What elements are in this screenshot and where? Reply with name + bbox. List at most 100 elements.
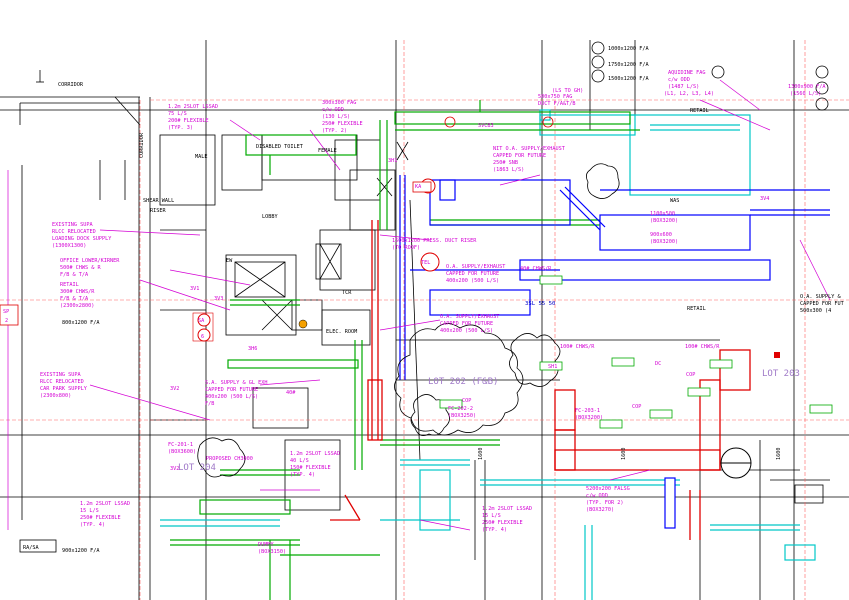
fc-202-box: (BOX3250) xyxy=(448,413,476,419)
capped-future-label: CAPPED FOR FUTURE xyxy=(493,153,546,159)
sa-supply-3: 400x200 (500 L/S) xyxy=(205,394,258,400)
disabled-toilet-label: DISABLED TOILET xyxy=(256,144,303,150)
elec-room-label: ELEC. ROOM xyxy=(326,329,357,335)
fag-900-box: (BOX3200) xyxy=(650,239,678,245)
revision-clouds xyxy=(197,163,620,478)
existing-supa-2: RLCC RELOCATED xyxy=(52,229,96,235)
riser-label: RISER xyxy=(150,208,166,214)
slot-top-left-4: (TYP. 3) xyxy=(168,125,193,131)
sa-supply-label: S.A. SUPPLY & GL EXH xyxy=(205,380,267,386)
retail-4: (2300x2800) xyxy=(60,303,94,309)
tag-3v2: 3V2 xyxy=(170,386,179,392)
slot-top-left-3: 200# FLEXIBLE xyxy=(168,118,209,124)
oa-supply-label: O.A. SUPPLY/EXHAUST xyxy=(446,264,505,270)
ls-250-2-label: (1863 L/S) xyxy=(493,167,524,173)
slot-top-left-2: 75 L/S xyxy=(168,111,187,117)
tag-3v4: 3V4 xyxy=(760,196,769,202)
lobby-label: LOBBY xyxy=(262,214,278,220)
fc-201-label: FC-201-1 xyxy=(168,442,193,448)
tag-3v1: 3V1 xyxy=(190,286,199,292)
oa-supply-r: O.A. SUPPLY & xyxy=(800,294,841,300)
slot-bl-2: 15 L/S xyxy=(80,508,99,514)
nit-oa-label: NIT O.A. SUPPLY/EXHAUST xyxy=(493,146,565,152)
slot-lssad-2: 40 L/S xyxy=(290,458,309,464)
fc-202-label: FC-202-2 xyxy=(448,406,473,412)
existing-supa-3: LOADING DOCK SUPPLY xyxy=(52,236,112,242)
pres-duct-label: 1500x1200 PRESS. DUCT RISER xyxy=(392,238,477,244)
was-label: WAS xyxy=(670,198,679,204)
sa-supply-2: CAPPED FOR FUTURE xyxy=(205,387,258,393)
cop-2: COP xyxy=(632,404,641,410)
return-ducts xyxy=(170,100,640,600)
existing-supa-label: EXISTING SUPA xyxy=(52,222,93,228)
retail-r-label: RETAIL xyxy=(687,306,706,312)
room-tags xyxy=(439,275,833,429)
magenta-lines xyxy=(7,79,831,531)
fag-duct: 500x750 FAG xyxy=(538,94,572,100)
existing-supa-b2: RLCC RELOCATED xyxy=(40,379,84,385)
sh1-label: SH1 xyxy=(548,364,557,370)
fag-5200-2: c/w ODD xyxy=(586,493,608,499)
aquidine-sub-1: c/w ODD xyxy=(668,77,690,83)
oa-ls: 400x200 (500 L/S) xyxy=(446,278,499,284)
pres-duct-2: (TO ROOF) xyxy=(392,245,420,251)
lot-202-label: LOT 202 (F&B) xyxy=(428,377,498,387)
fc-201-box: (BOX3600) xyxy=(168,449,196,455)
existing-supa-4: (1300X1300) xyxy=(52,243,86,249)
male-label: MALE xyxy=(195,154,208,160)
symbols xyxy=(0,41,829,553)
fa-top-3: 1500x1200 F/A xyxy=(608,76,649,82)
existing-supa-b3: CAR PARK SUPPLY xyxy=(40,386,88,392)
tag-3v2b: 3V2 xyxy=(170,466,179,472)
sp-label: SP xyxy=(3,309,9,315)
svcb3-label: SVCB3 xyxy=(478,123,494,129)
fc-203-label: FC-203-1 xyxy=(575,408,600,414)
aquidine-sub-3: (L1, L2, L3, L4) xyxy=(664,91,714,97)
lot-203-label: LOT 203 xyxy=(762,369,800,379)
aquidine-label: AQUIDINE FAG xyxy=(668,70,705,76)
female-label: FEMALE xyxy=(318,148,337,154)
slot-bl-4: (TYP. 4) xyxy=(80,522,105,528)
slot-bottom: 1.2m 2SLOT LSSAD xyxy=(482,506,532,512)
oa-supply-r3: 500x300 (4 xyxy=(800,308,831,314)
cop-3: COP xyxy=(686,372,695,378)
fag-5200-4: (BOX3270) xyxy=(586,507,614,513)
right-ls: (1560 L/S) xyxy=(790,91,821,97)
slot-bottom-3: 250# FLEXIBLE xyxy=(482,520,523,526)
retail-label: RETAIL xyxy=(60,282,79,288)
fc-203-box: (BOX3200) xyxy=(575,415,603,421)
corridor-vertical-label: CORRIDOR xyxy=(139,132,145,158)
slot-bottom-4: (TYP. 4) xyxy=(482,527,507,533)
chwsr-40: 40# CHWS/R xyxy=(520,266,552,272)
lot-204-label: LOT 204 xyxy=(178,463,216,473)
fag-300-2: c/w ODD xyxy=(322,107,344,113)
chw-100-label: 100# CHWS/R xyxy=(560,344,595,350)
dim-1600-c: 1600 xyxy=(776,448,782,461)
shear-wall-label: SHEAR WALL xyxy=(143,198,174,204)
sp-num: 2 xyxy=(5,318,8,324)
slot-bl: 1.2m 2SLOT LSSAD xyxy=(80,501,130,507)
fag-1100-box: (BOX3200) xyxy=(650,218,678,224)
ls-b-label: 3SL 55 50 xyxy=(525,301,555,307)
tag-sa-n: 6 xyxy=(201,334,204,340)
office-lower-label: OFFICE LOWER/KIRNER xyxy=(60,258,120,264)
ka-label: KA xyxy=(415,184,422,190)
slot-top-left: 1.2m 2SLOT LSSAD xyxy=(168,104,218,110)
fag-5200-3: (TYP. FOR 2) xyxy=(586,500,623,506)
supply-ducts xyxy=(399,175,830,380)
fa-800-label: 800x1200 F/A xyxy=(62,320,100,326)
fag-300: 300x300 FAG xyxy=(322,100,356,106)
oa-capped-2: CAPPED FOR FUTURE xyxy=(440,321,493,327)
oa-ls-2: 400x200 (500 L/S) xyxy=(440,328,493,334)
tag-dc: DC xyxy=(655,361,661,367)
dim-1600-b: 1600 xyxy=(621,448,627,461)
office-lower-2: 500# CHWS & R xyxy=(60,265,101,271)
aquidine-sub-2: (1487 L/S) xyxy=(668,84,699,90)
fa-top-1: 1000x1200 F/A xyxy=(608,46,649,52)
grid-lines xyxy=(0,40,849,600)
fa-900-label: 900x1200 F/A xyxy=(62,548,100,554)
red-ducts xyxy=(330,220,751,540)
oa-capped: CAPPED FOR FUTURE xyxy=(446,271,499,277)
retail-3: F/B & T/A xyxy=(60,296,89,302)
oa-supply-r2: CAPPED FOR FUT xyxy=(800,301,844,307)
